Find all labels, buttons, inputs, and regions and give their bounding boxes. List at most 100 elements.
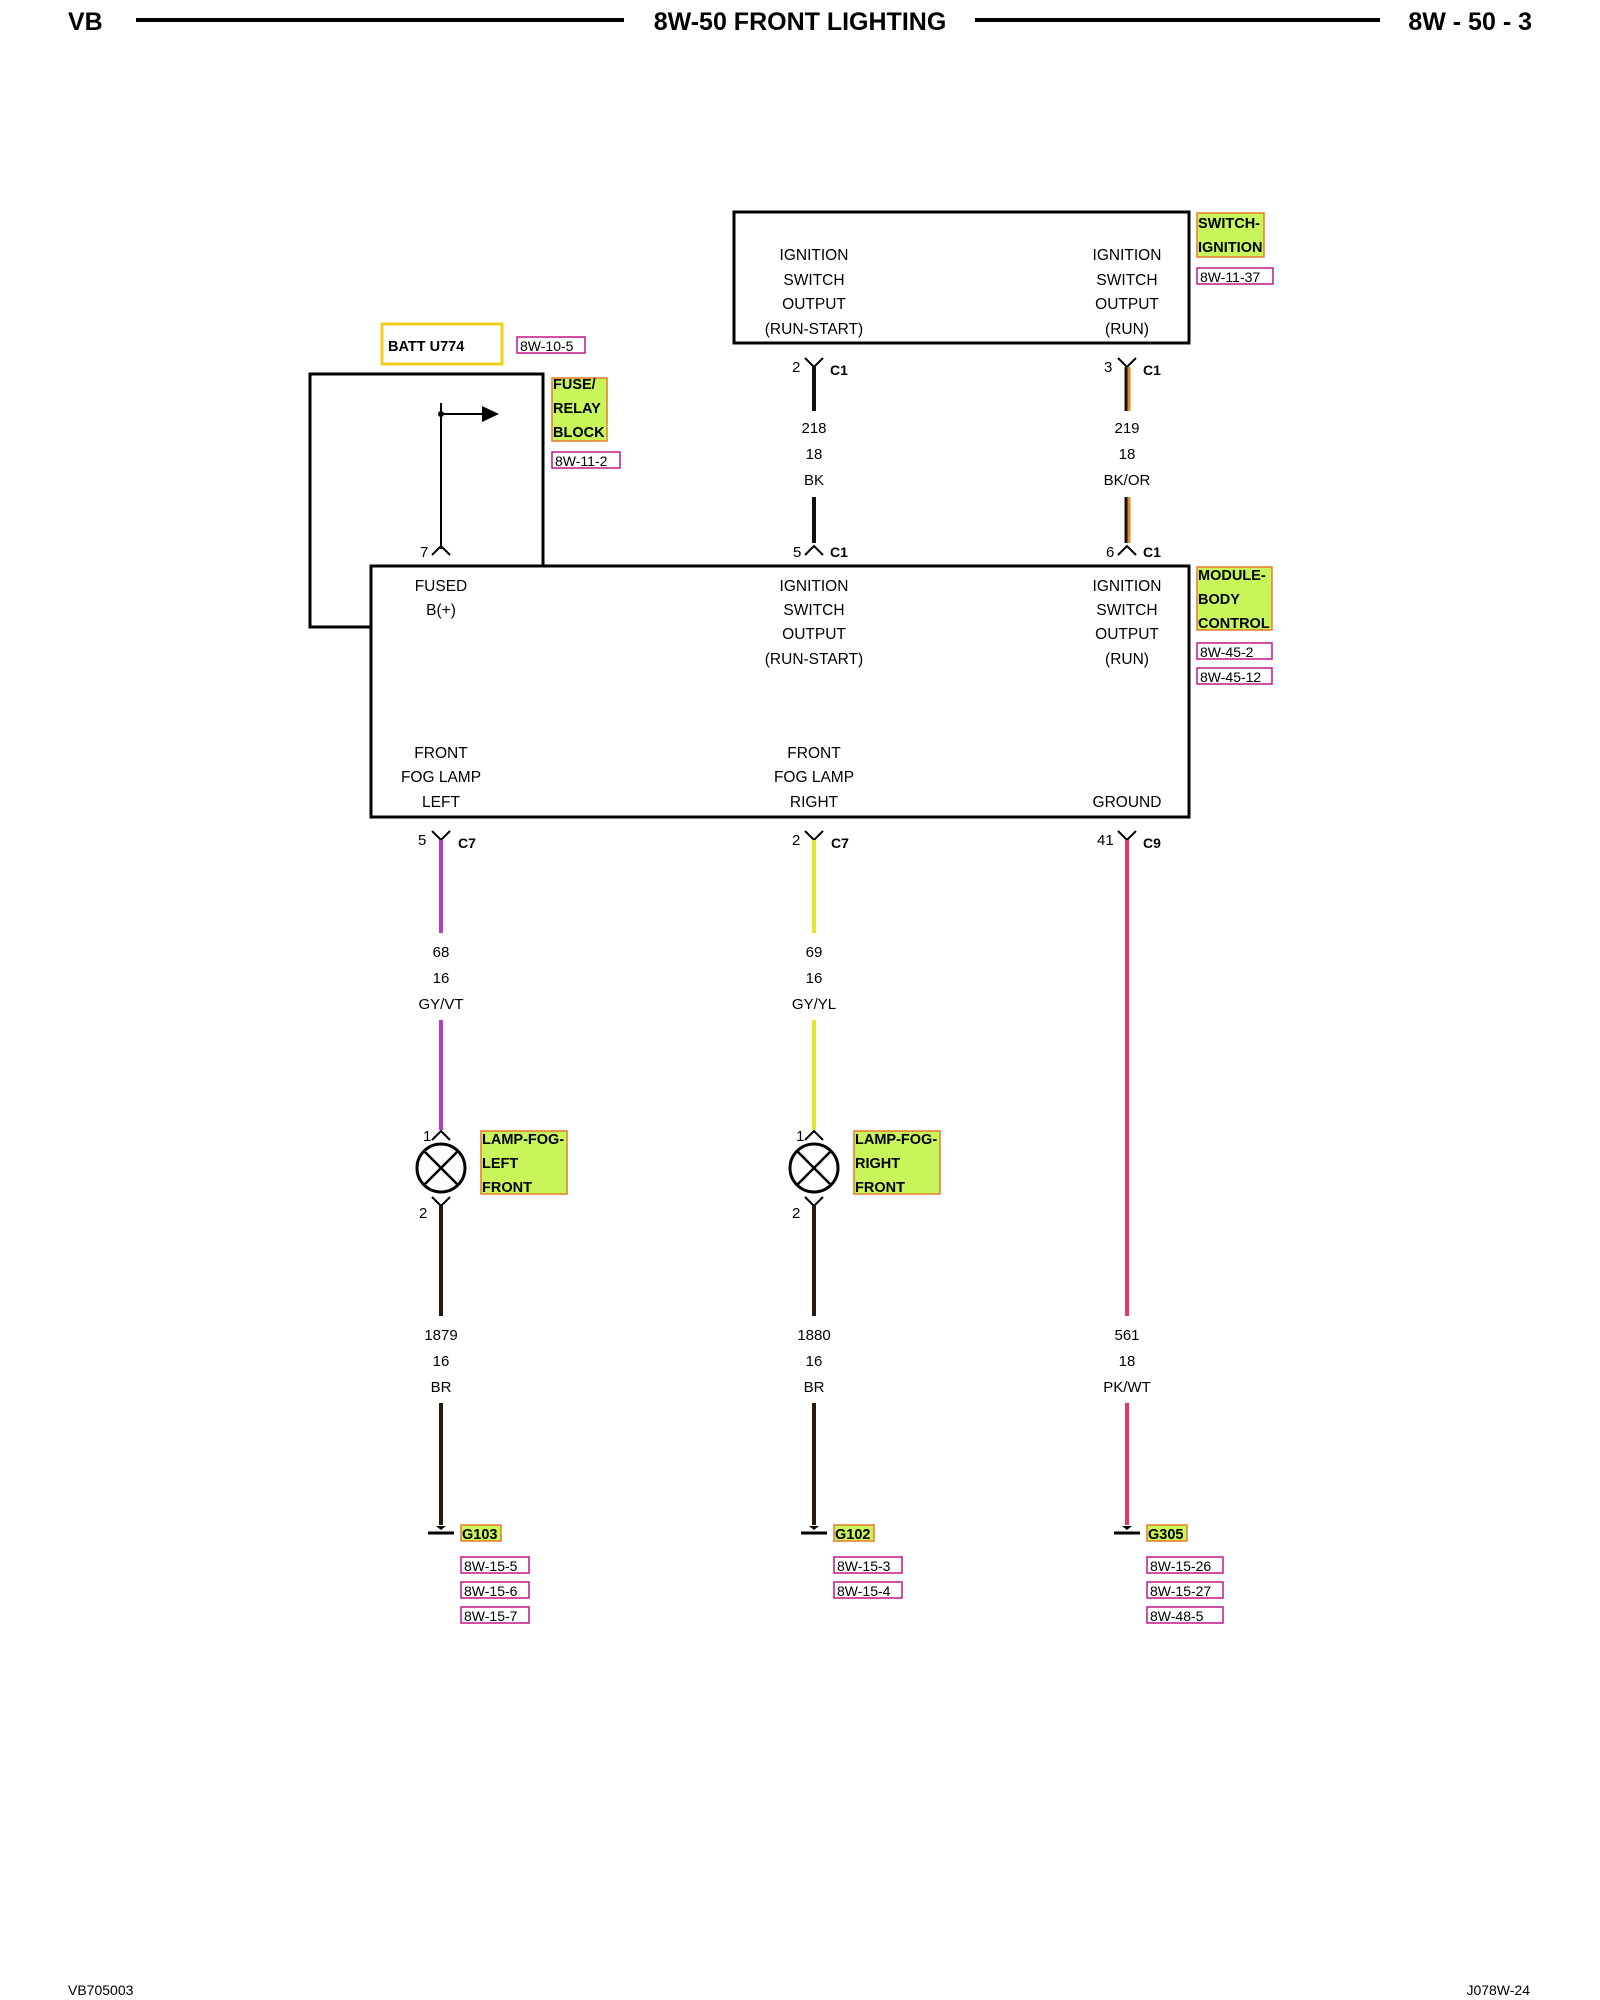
lamp-left-pin1-connector bbox=[431, 1129, 451, 1141]
label-line: SWITCH bbox=[1096, 602, 1157, 619]
g103-ref-box-3 bbox=[460, 1606, 530, 1624]
label-line: (RUN) bbox=[1105, 651, 1149, 668]
wire-circuit: 561 bbox=[1114, 1327, 1139, 1344]
label-line: (RUN-START) bbox=[765, 321, 863, 338]
wire-color: BR bbox=[804, 1379, 825, 1396]
wire-color: BK/OR bbox=[1104, 472, 1151, 489]
wire218-top-connector bbox=[804, 357, 824, 369]
label-line: FOG LAMP bbox=[774, 769, 854, 786]
wire-gauge: 18 bbox=[1119, 1353, 1136, 1370]
tag-line: LEFT bbox=[482, 1156, 518, 1172]
pin-number: 1 bbox=[796, 1128, 804, 1145]
label-line: (RUN-START) bbox=[765, 651, 863, 668]
batt-ref[interactable]: 8W-10-5 bbox=[520, 338, 574, 354]
tag-line: SWITCH- bbox=[1198, 216, 1260, 232]
label-line: SWITCH bbox=[783, 602, 844, 619]
footer-right-code: J078W-24 bbox=[1466, 1982, 1530, 1998]
label-line: OUTPUT bbox=[782, 296, 846, 313]
g305-ref-1[interactable]: 8W-15-26 bbox=[1150, 1558, 1211, 1574]
wire219-top-connector bbox=[1117, 357, 1137, 369]
switch-ignition-ref[interactable]: 8W-11-37 bbox=[1200, 269, 1260, 285]
lamp-cross-line bbox=[423, 1150, 459, 1186]
pin-number: 2 bbox=[792, 832, 800, 849]
fuse-pin-number: 7 bbox=[420, 544, 428, 561]
wire-circuit: 1879 bbox=[424, 1327, 457, 1344]
g103-ref-1[interactable]: 8W-15-5 bbox=[464, 1558, 518, 1574]
g103-tag bbox=[460, 1524, 502, 1542]
pin-number: 5 bbox=[793, 544, 801, 561]
g305-ref-3[interactable]: 8W-48-5 bbox=[1150, 1608, 1204, 1624]
tag-line: LAMP-FOG- bbox=[482, 1132, 564, 1148]
g102-ref-box-1 bbox=[833, 1556, 903, 1574]
fuse-ref-box bbox=[551, 451, 621, 469]
label-line: OUTPUT bbox=[782, 626, 846, 643]
wire-gauge: 16 bbox=[433, 970, 450, 987]
pin-number: 41 bbox=[1097, 832, 1114, 849]
tag-line: CONTROL bbox=[1198, 616, 1270, 632]
pin-number: 6 bbox=[1106, 544, 1114, 561]
body-control-module-box bbox=[369, 564, 1191, 819]
label-line: FUSED bbox=[415, 578, 468, 595]
bcm-ref-box-1 bbox=[1196, 642, 1273, 660]
label-line: IGNITION bbox=[1093, 247, 1162, 264]
tag-line: FUSE/ bbox=[553, 377, 596, 393]
pin-number: 3 bbox=[1104, 359, 1112, 376]
header-rule-left bbox=[136, 18, 624, 22]
wire-circuit: 68 bbox=[433, 944, 450, 961]
footer-left-code: VB705003 bbox=[68, 1982, 134, 1998]
connector-id: C7 bbox=[458, 835, 476, 851]
tag-line: FRONT bbox=[855, 1180, 905, 1196]
wire-color: BK bbox=[804, 472, 824, 489]
fuse-relay-block-outline bbox=[308, 372, 545, 629]
wire-circuit: 218 bbox=[801, 420, 826, 437]
ground-label: G102 bbox=[835, 1527, 870, 1543]
lamp-fog-right-front-tag bbox=[853, 1130, 941, 1195]
wire-color: GY/YL bbox=[792, 996, 836, 1013]
wire-circuit: 69 bbox=[806, 944, 823, 961]
bcm-ref-2[interactable]: 8W-45-12 bbox=[1200, 669, 1261, 685]
g103-ref-2[interactable]: 8W-15-6 bbox=[464, 1583, 518, 1599]
g305-ref-box-3 bbox=[1146, 1606, 1224, 1624]
label-line: FOG LAMP bbox=[401, 769, 481, 786]
g305-tag bbox=[1146, 1524, 1188, 1542]
tag-line: FRONT bbox=[482, 1180, 532, 1196]
tag-line: LAMP-FOG- bbox=[855, 1132, 937, 1148]
lamp-left-pin2-connector bbox=[431, 1196, 451, 1208]
bcm-ign-run-start-label: IGNITION SWITCH OUTPUT (RUN-START) bbox=[765, 578, 863, 668]
g103-ref-box-1 bbox=[460, 1556, 530, 1574]
wire-color: BR bbox=[431, 1379, 452, 1396]
wire-gauge: 18 bbox=[806, 446, 823, 463]
label-line: OUTPUT bbox=[1095, 296, 1159, 313]
bcm-ign-run-label: IGNITION SWITCH OUTPUT (RUN) bbox=[1093, 578, 1162, 668]
bcm-ref-1[interactable]: 8W-45-2 bbox=[1200, 644, 1254, 660]
label-line: (RUN) bbox=[1105, 321, 1149, 338]
ignition-switch-left-label: IGNITION SWITCH OUTPUT (RUN-START) bbox=[765, 247, 863, 338]
connector-id: C1 bbox=[830, 544, 848, 560]
connector-id: C1 bbox=[1143, 544, 1161, 560]
g102-ref-2[interactable]: 8W-15-4 bbox=[837, 1583, 891, 1599]
wire-color: PK/WT bbox=[1103, 1379, 1151, 1396]
g103-ref-box-2 bbox=[460, 1581, 530, 1599]
header-left-code: VB bbox=[68, 8, 103, 36]
ignition-switch-right-label: IGNITION SWITCH OUTPUT (RUN) bbox=[1093, 247, 1162, 338]
ground-symbol-tip bbox=[436, 1526, 446, 1530]
connector-id: C9 bbox=[1143, 835, 1161, 851]
g305-ref-box-1 bbox=[1146, 1556, 1224, 1574]
fuse-ref[interactable]: 8W-11-2 bbox=[555, 453, 608, 469]
c7-pin2-connector bbox=[804, 830, 824, 842]
label-line: RIGHT bbox=[790, 794, 839, 811]
g103-ref-3[interactable]: 8W-15-7 bbox=[464, 1608, 518, 1624]
page-title: 8W-50 FRONT LIGHTING bbox=[653, 8, 947, 36]
g102-ref-1[interactable]: 8W-15-3 bbox=[837, 1558, 891, 1574]
wire-gauge: 18 bbox=[1119, 446, 1136, 463]
g305-ref-2[interactable]: 8W-15-27 bbox=[1150, 1583, 1211, 1599]
fuse-relay-block-tag bbox=[551, 377, 608, 442]
lamp-fog-left-front-tag bbox=[480, 1130, 568, 1195]
label-line: IGNITION bbox=[780, 578, 849, 595]
fuse-arrow-head bbox=[482, 406, 499, 422]
tag-line: BLOCK bbox=[553, 425, 605, 441]
pin-number: 2 bbox=[792, 359, 800, 376]
ignition-switch-box bbox=[732, 210, 1191, 345]
module-body-control-tag bbox=[1196, 566, 1273, 631]
tag-line: RIGHT bbox=[855, 1156, 900, 1172]
